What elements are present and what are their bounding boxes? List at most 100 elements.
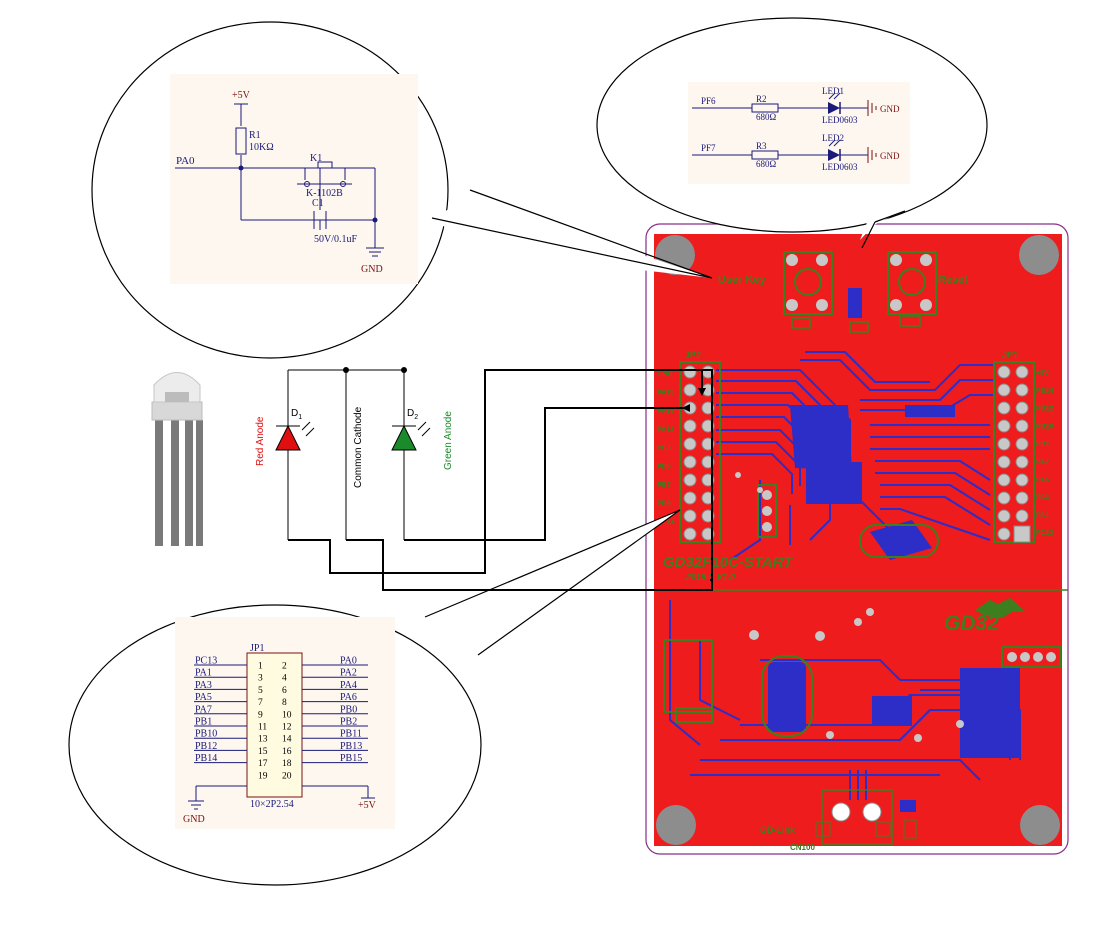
header-right-net: PA2: [340, 668, 357, 679]
header-right-pin: 2: [282, 662, 287, 672]
k1-part: K-1102B: [306, 188, 343, 199]
button-schematic-callout: +5V R1 10KΩ PA0 K1 K-1102B C1 50V/0.1uF …: [91, 21, 713, 359]
led-ref: LED2: [822, 133, 844, 143]
gnd-label: GND: [361, 264, 383, 275]
header-right-net: PA0: [340, 656, 357, 667]
header-right-net: PB15: [340, 753, 362, 764]
d1-label: D1: [291, 408, 302, 421]
pcb-pin-label: PB12: [1036, 406, 1054, 413]
header-right-pin: 6: [282, 686, 287, 696]
header-right-pin: 20: [282, 771, 292, 781]
pcb-pin-label: PA13: [657, 427, 674, 434]
crystal-pad: [870, 520, 932, 560]
board-version: 2015-3 V1.0: [685, 572, 735, 582]
pa0-net-label: PA0: [176, 155, 195, 167]
pcb-pin-label: PA3: [1036, 495, 1049, 502]
pcb-pin-label: PB10: [1036, 423, 1054, 430]
header-gnd: GND: [183, 814, 205, 825]
reset-button: [887, 251, 937, 315]
header-right-pin: 4: [282, 674, 287, 684]
pcb-pin-label: PB9: [657, 501, 671, 508]
pcb-board: User Key Reset JP2 JP1 GD32F10C-START 20…: [645, 223, 1069, 855]
led-net-label: PF6: [701, 96, 716, 106]
header-left-net: PB10: [195, 729, 217, 740]
header-left-pin: 17: [258, 759, 268, 769]
rgb-led-schematic: D1 D2 Red Anode Common Cathode Green Ano…: [255, 367, 454, 540]
green-led-symbol: [391, 424, 417, 451]
header-right-net: PB11: [340, 729, 362, 740]
red-anode-label: Red Anode: [255, 416, 266, 466]
wire-arrow-icon: [682, 404, 690, 412]
header-right-pin: 8: [282, 698, 287, 708]
led-part: LED0603: [822, 115, 858, 125]
pcb-pin-label: PA7: [1036, 459, 1049, 466]
header-left-pin: 19: [258, 771, 268, 781]
vcc-label: +5V: [232, 90, 251, 101]
header-left-pin: 3: [258, 674, 263, 684]
c1-ref: C1: [312, 198, 324, 209]
gd-link-label: GD-Link: [760, 825, 796, 835]
header-right-pin: 14: [282, 735, 292, 745]
jp1-label: JP1: [1002, 350, 1018, 360]
header-pin-row: PC13 PA0 1 2: [194, 656, 368, 672]
header-pin-row: PB10 PB11 13 14: [194, 729, 368, 745]
board-name: GD32F10C-START: [663, 554, 794, 571]
jp2-label: JP2: [685, 350, 701, 360]
header-left-pin: 11: [258, 723, 267, 733]
header-right-net: PB13: [340, 741, 362, 752]
c1-value: 50V/0.1uF: [314, 234, 358, 245]
header-left-net: PA7: [195, 704, 212, 715]
gd-logo-icon: [975, 598, 1026, 618]
header-left-pin: 1: [258, 662, 263, 672]
r1-value: 10KΩ: [249, 142, 274, 153]
header-left-pin: 7: [258, 698, 263, 708]
connection-wires: [288, 369, 713, 591]
header-left-pin: 15: [258, 747, 268, 757]
header-right-pin: 12: [282, 723, 292, 733]
header-right-net: PB2: [340, 717, 357, 728]
header-vcc: +5V: [358, 800, 377, 811]
pcb-pin-label: PC14: [657, 519, 675, 526]
led-gnd-label: GND: [880, 104, 900, 114]
pcb-pin-label: PA1: [1036, 512, 1049, 519]
header-left-pin: 13: [258, 735, 268, 745]
pcb-pin-label: PB3: [657, 445, 671, 452]
usb-label: CN100: [790, 843, 815, 852]
header-left-pin: 9: [258, 710, 263, 720]
green-anode-label: Green Anode: [443, 411, 454, 470]
header-left-net: PB14: [195, 753, 217, 764]
mount-hole: [656, 805, 696, 845]
header-right-pin: 10: [282, 710, 292, 720]
jp1-header: [993, 361, 1035, 543]
d2-label: D2: [407, 408, 418, 421]
header-left-net: PC13: [195, 656, 217, 667]
header-left-net: PB12: [195, 741, 217, 752]
led-diode-icon: [828, 102, 840, 114]
led-part: LED0603: [822, 162, 858, 172]
header-right-net: PA6: [340, 692, 357, 703]
header-pin-row: PA1 PA2 3 4: [194, 668, 368, 684]
header-right-net: PA4: [340, 680, 357, 691]
common-cathode-label: Common Cathode: [353, 406, 364, 488]
pcb-pin-label: PB14: [1036, 388, 1054, 395]
user-key-label: User Key: [718, 274, 767, 286]
pcb-pin-label: +5V: [1036, 370, 1049, 377]
red-led-symbol: [275, 424, 301, 451]
mount-hole: [1020, 805, 1060, 845]
gd32-logo: GD32: [944, 612, 999, 635]
header-left-net: PA3: [195, 680, 212, 691]
pcb-pin-label: GND: [657, 371, 673, 378]
header-left-net: PA1: [195, 668, 212, 679]
led-gnd-label: GND: [880, 151, 900, 161]
